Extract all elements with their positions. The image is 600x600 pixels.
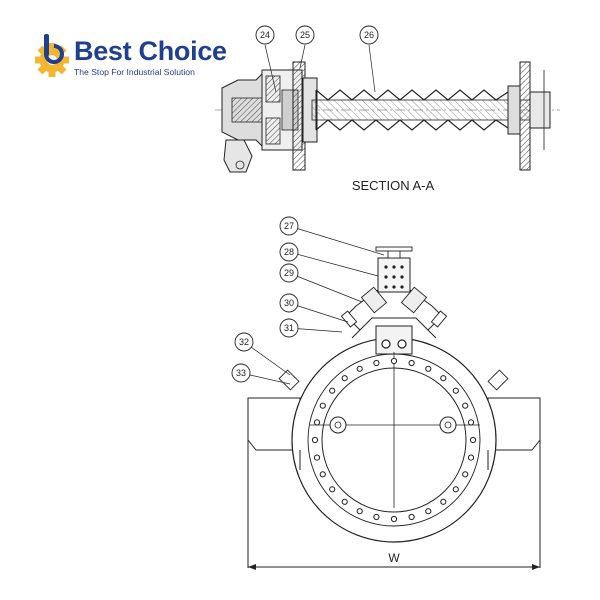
section-a-a-view [215,44,560,173]
flange-bolt-holes [311,357,477,523]
bolt-hole [313,454,321,461]
callout-29: 29 [279,263,299,283]
bolt-hole [329,387,336,394]
section-title: SECTION A-A [352,178,435,193]
bolt-hole [341,498,348,505]
bolt-hole [467,419,475,426]
brand-name: Best Choice [74,36,227,66]
brand-logo: Best Choice The Stop For Industrial Solu… [34,32,227,80]
bolt-hole [341,375,348,382]
callout-label-29: 29 [284,268,294,278]
bolt-hole [356,365,363,372]
callout-label-32: 32 [239,337,249,347]
bolt-hole [462,471,469,478]
bolt-hole [329,486,336,493]
bolt-hole [319,402,326,409]
bolt-hole [311,436,319,444]
callout-30: 30 [279,293,299,313]
callout-31: 31 [279,318,299,338]
callout-label-24: 24 [260,30,270,40]
callout-label-26: 26 [364,30,374,40]
valve-front-view [247,246,541,570]
bolt-hole [452,387,459,394]
bolt-hole [319,471,326,478]
callout-25: 25 [295,25,315,45]
callout-32: 32 [234,332,254,352]
bolt-hole [390,357,398,365]
gear-logo-icon [35,34,69,77]
callout-label-30: 30 [284,298,294,308]
callout-label-31: 31 [284,323,294,333]
bolt-hole [469,436,477,444]
callout-label-33: 33 [236,368,246,378]
callout-label-28: 28 [284,247,294,257]
bolt-hole [440,375,447,382]
callout-28: 28 [279,242,299,262]
callout-24: 24 [255,25,275,45]
bolt-hole [425,508,432,515]
bolt-hole [373,513,380,521]
callout-label-25: 25 [300,30,310,40]
bolt-hole [408,359,415,367]
dimension-label-w: W [388,551,400,565]
bolt-hole [356,508,363,515]
bolt-hole [467,454,475,461]
bolt-hole [425,365,432,372]
callout-26: 26 [359,25,379,45]
bolt-hole [373,359,380,367]
brand-word-choice: Choice [138,36,228,66]
brand-word-best: Best [74,36,132,66]
bolt-hole [440,498,447,505]
bolt-hole [408,513,415,521]
bolt-hole [462,402,469,409]
brand-tagline: The Stop For Industrial Solution [74,67,195,77]
bolt-hole [452,486,459,493]
callout-label-27: 27 [284,221,294,231]
callout-33: 33 [231,363,251,383]
callout-27: 27 [279,216,299,236]
bolt-hole [313,419,321,426]
bolt-hole [390,515,398,523]
